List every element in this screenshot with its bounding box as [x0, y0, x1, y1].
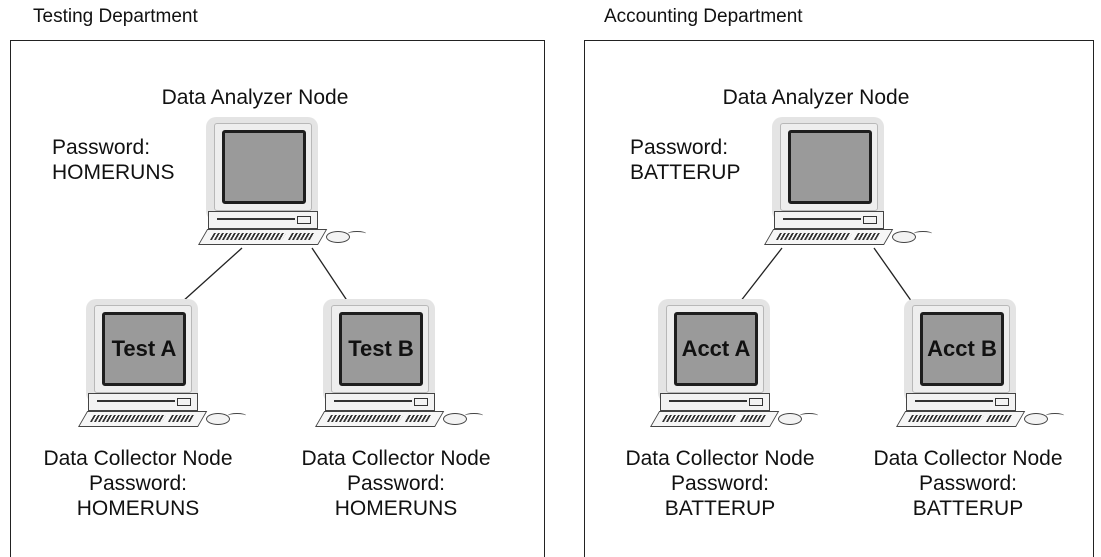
testing-collector-a-computer: Test A	[78, 297, 248, 437]
node-name: Data Collector Node	[301, 447, 491, 470]
monitor-icon: Test B	[331, 305, 429, 393]
accounting-analyzer-name: Data Analyzer Node	[722, 86, 910, 109]
keyboard-icon	[764, 229, 894, 245]
accounting-collector-b-label: Data Collector Node Password: BATTERUP	[848, 446, 1088, 521]
testing-analyzer-computer	[198, 115, 368, 255]
accounting-collector-a-label: Data Collector Node Password: BATTERUP	[600, 446, 840, 521]
mouse-icon	[892, 231, 916, 243]
testing-collector-b-label: Data Collector Node Password: HOMERUNS	[276, 446, 516, 521]
testing-collector-b-computer: Test B	[315, 297, 485, 437]
node-name: Data Collector Node	[625, 447, 815, 470]
node-name: Data Collector Node	[873, 447, 1063, 470]
monitor-icon: Acct A	[666, 305, 764, 393]
screen-label: Acct A	[674, 312, 758, 386]
password-value: HOMERUNS	[52, 161, 175, 184]
keyboard-icon	[78, 411, 208, 427]
mouse-icon	[443, 413, 467, 425]
monitor-icon	[214, 123, 312, 211]
accounting-department-box	[584, 40, 1094, 557]
accounting-department-title: Accounting Department	[604, 6, 803, 27]
password-label: Password:	[346, 472, 446, 495]
node-name: Data Collector Node	[43, 447, 233, 470]
screen-label: Acct B	[920, 312, 1004, 386]
monitor-icon	[780, 123, 878, 211]
testing-analyzer-password: Password: HOMERUNS	[52, 135, 175, 185]
password-value: HOMERUNS	[334, 497, 458, 520]
screen-label: Test A	[102, 312, 186, 386]
password-label: Password:	[630, 136, 729, 159]
accounting-collector-a-computer: Acct A	[650, 297, 820, 437]
screen-label: Test B	[339, 312, 423, 386]
mouse-icon	[778, 413, 802, 425]
password-label: Password:	[88, 472, 188, 495]
password-label: Password:	[52, 136, 151, 159]
mouse-icon	[206, 413, 230, 425]
password-value: HOMERUNS	[76, 497, 200, 520]
screen	[788, 130, 872, 204]
accounting-collector-b-computer: Acct B	[896, 297, 1066, 437]
monitor-icon: Acct B	[912, 305, 1010, 393]
password-value: BATTERUP	[664, 497, 776, 520]
mouse-icon	[1024, 413, 1048, 425]
keyboard-icon	[650, 411, 780, 427]
testing-department-title: Testing Department	[33, 6, 198, 27]
password-label: Password:	[670, 472, 770, 495]
password-label: Password:	[918, 472, 1018, 495]
testing-collector-a-label: Data Collector Node Password: HOMERUNS	[18, 446, 258, 521]
accounting-analyzer-computer	[764, 115, 934, 255]
keyboard-icon	[198, 229, 328, 245]
keyboard-icon	[315, 411, 445, 427]
keyboard-icon	[896, 411, 1026, 427]
screen	[222, 130, 306, 204]
mouse-icon	[326, 231, 350, 243]
password-value: BATTERUP	[912, 497, 1024, 520]
testing-analyzer-name: Data Analyzer Node	[161, 86, 349, 109]
monitor-icon: Test A	[94, 305, 192, 393]
testing-department-box	[10, 40, 545, 557]
password-value: BATTERUP	[630, 161, 741, 184]
accounting-analyzer-password: Password: BATTERUP	[630, 135, 740, 185]
